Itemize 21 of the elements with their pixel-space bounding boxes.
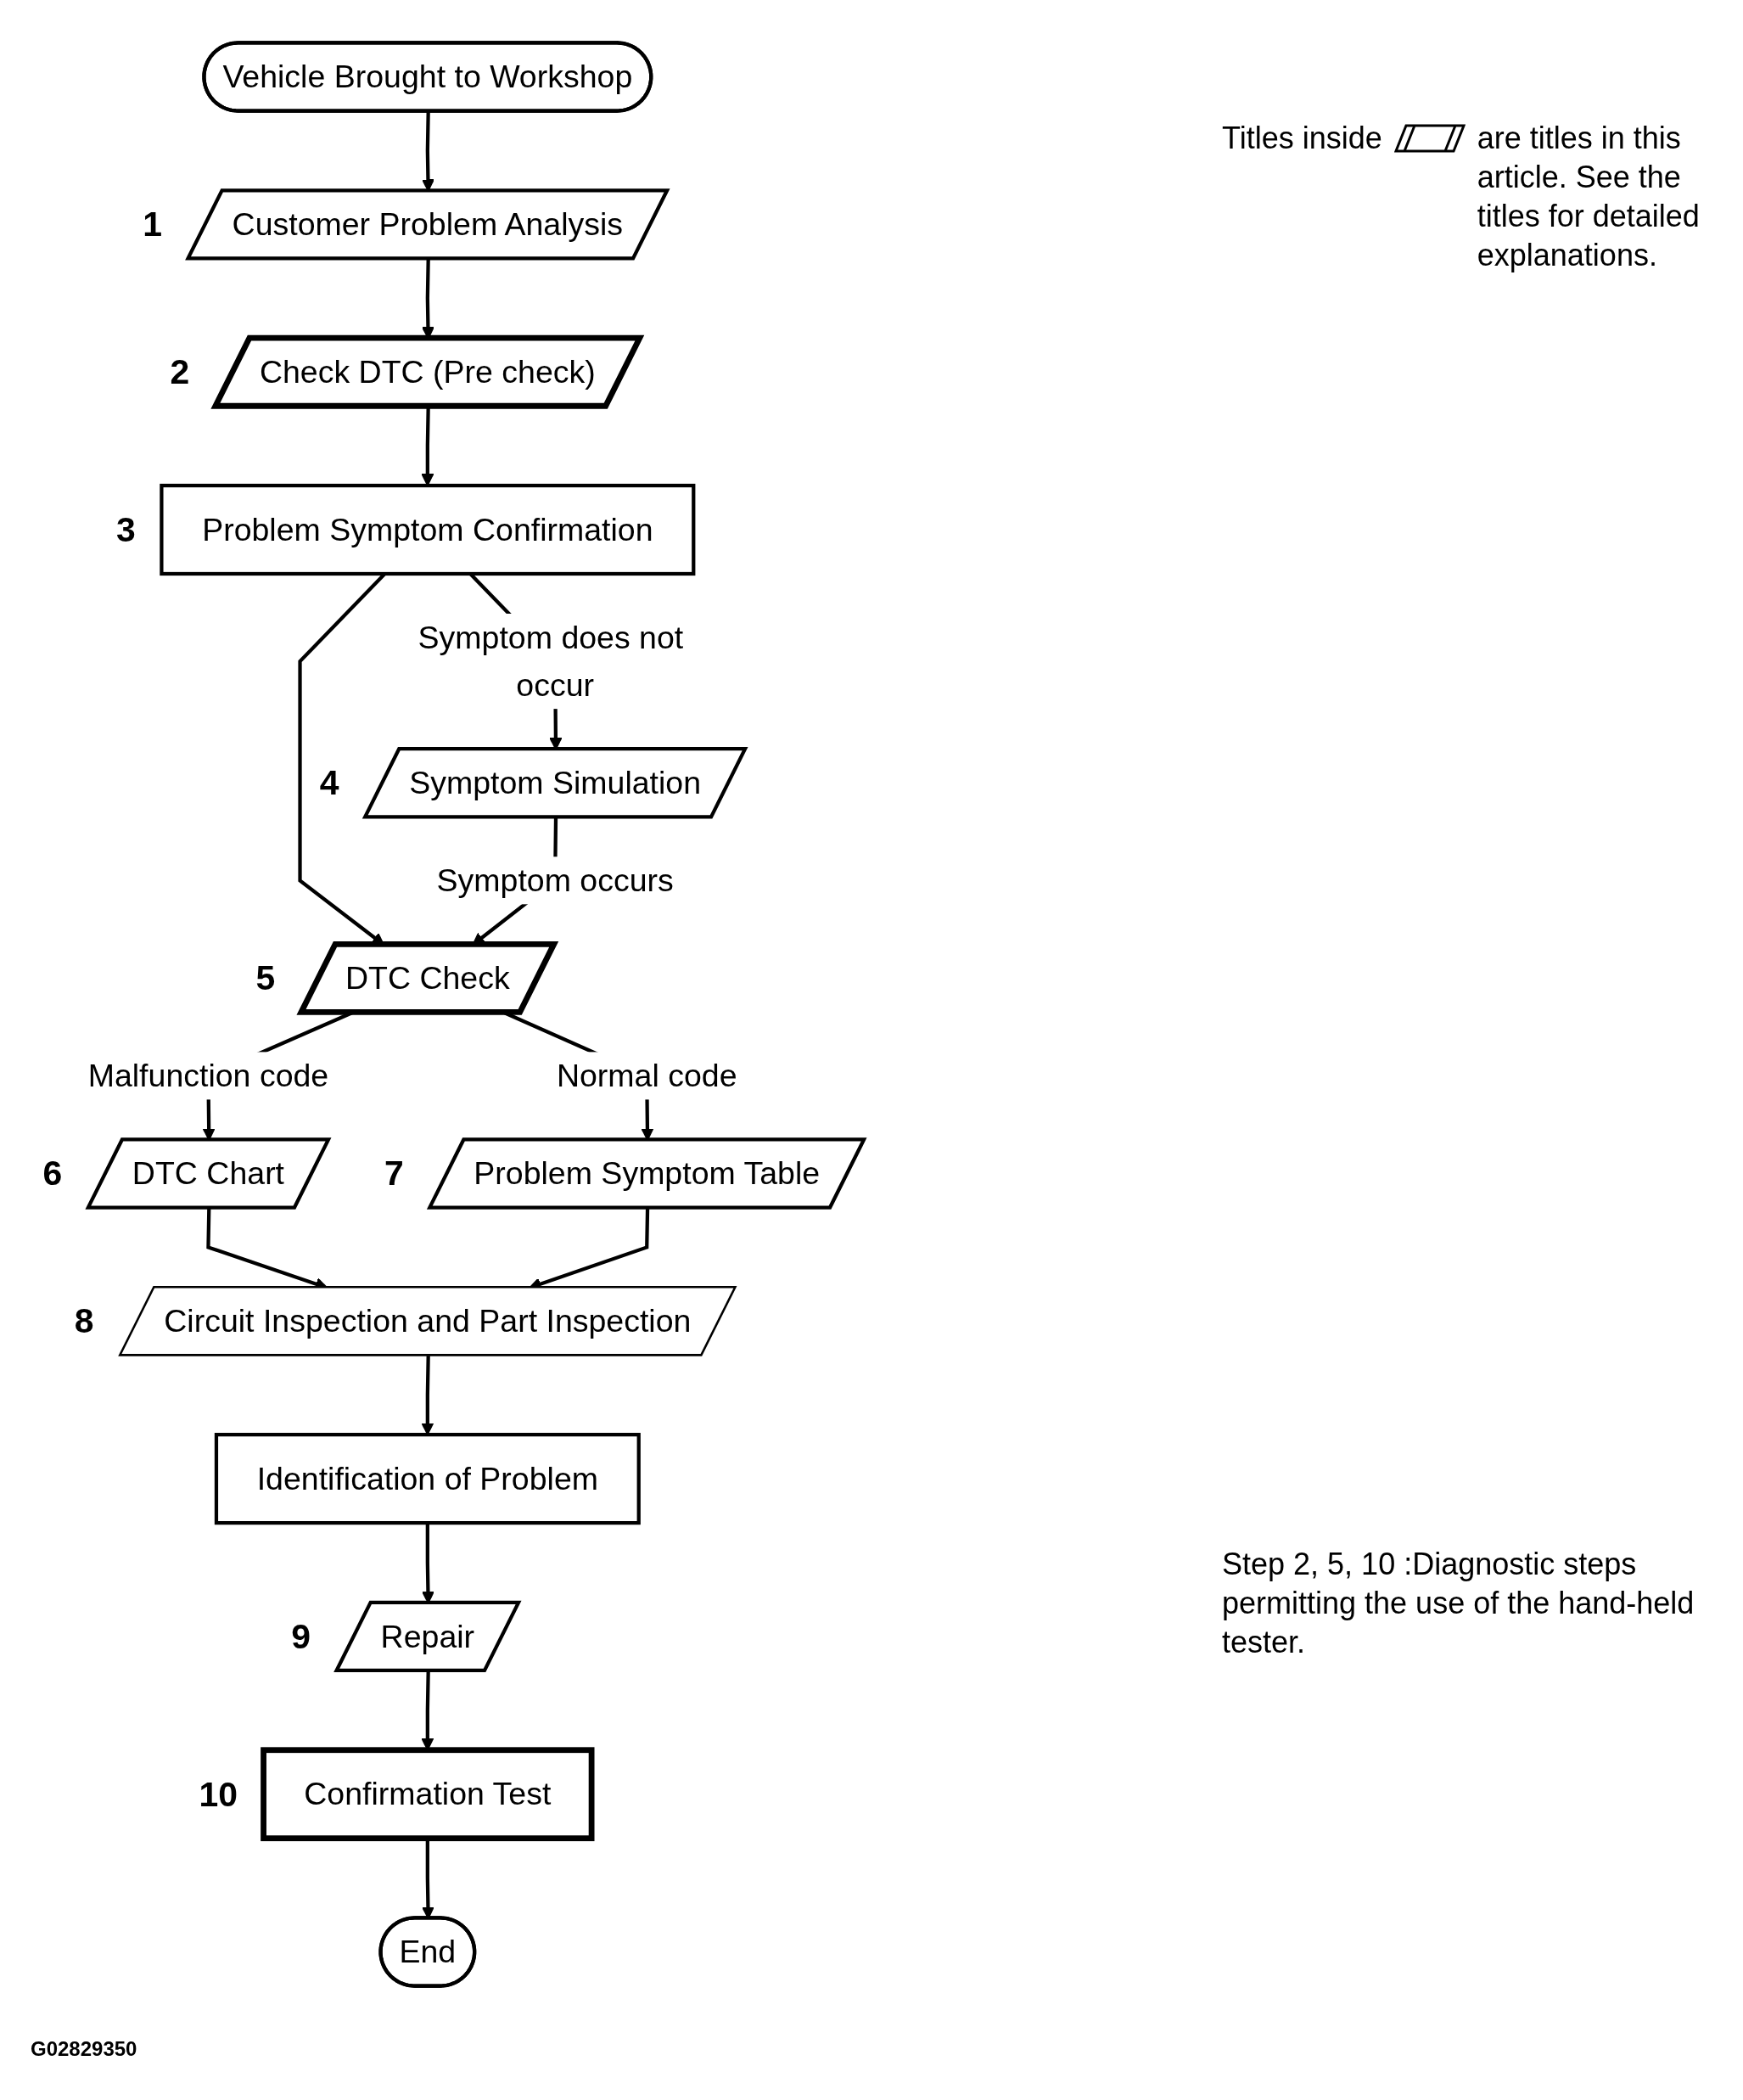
step-number: 3	[115, 510, 136, 549]
step-number: 10	[199, 1774, 238, 1814]
node-box: Problem Symptom Confirmation	[160, 483, 696, 576]
edge-label: Symptom does not occur	[418, 619, 684, 704]
figure-id: G02829350	[31, 2037, 137, 2060]
edge-label: Symptom occurs	[436, 862, 674, 899]
edge-label: Malfunction code	[87, 1058, 329, 1094]
step-number: 4	[319, 763, 339, 803]
node-box: Identification of Problem	[214, 1433, 641, 1525]
step-number: 9	[291, 1616, 311, 1656]
step-number: 2	[170, 352, 190, 392]
step-number: 6	[42, 1154, 63, 1193]
step-number: 1	[143, 205, 162, 244]
step-number: 8	[74, 1301, 94, 1341]
node-box: Confirmation Test	[261, 1747, 595, 1842]
step-number: 7	[384, 1154, 404, 1193]
note-text: Titles inside	[1222, 120, 1382, 157]
note-text: are titles in this article. See the titles for detailed explanations.	[1477, 120, 1701, 274]
edge-label: Normal code	[556, 1058, 737, 1094]
note-text: Step 2, 5, 10 :Diagnostic steps permitting the use of the hand-held tester.	[1222, 1547, 1695, 1659]
step-number: 5	[255, 958, 276, 998]
